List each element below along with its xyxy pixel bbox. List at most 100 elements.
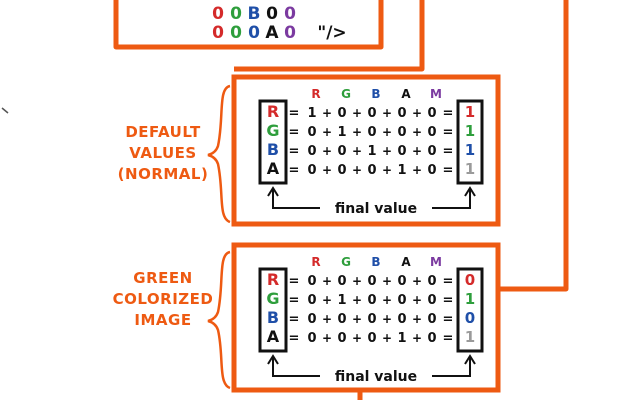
plus-sign: + — [322, 144, 332, 158]
matrix-value: 0 — [367, 274, 376, 289]
equals-sign: = — [289, 106, 300, 121]
column-header: G — [341, 255, 351, 269]
matrix-value: 0 — [367, 125, 376, 140]
row-label-box — [258, 267, 288, 353]
matrix-value: 0 — [367, 106, 376, 121]
plus-sign: + — [412, 125, 422, 139]
row-label: R — [267, 102, 279, 121]
matrix-value: 0 — [337, 274, 346, 289]
equals-sign: = — [443, 144, 454, 159]
column-header: A — [401, 87, 411, 101]
brace-panel-1 — [207, 84, 231, 224]
top-code-char: 0 — [230, 23, 242, 43]
matrix-value: 0 — [427, 293, 436, 308]
equals-sign: = — [289, 293, 300, 308]
matrix-value: 0 — [397, 274, 406, 289]
matrix-value: 0 — [397, 125, 406, 140]
matrix-value: 0 — [337, 106, 346, 121]
matrix-value: 0 — [427, 125, 436, 140]
result-value: 0 — [465, 271, 475, 289]
matrix-value: 0 — [397, 144, 406, 159]
matrix-value: 0 — [307, 312, 316, 327]
plus-sign: + — [352, 331, 362, 345]
matrix-value: 1 — [337, 125, 346, 140]
final-value-label: final value — [335, 201, 417, 217]
matrix-value: 0 — [307, 163, 316, 178]
matrix-value: 0 — [427, 106, 436, 121]
top-code-char: 0 — [230, 4, 242, 24]
plus-sign: + — [352, 125, 362, 139]
result-value: 1 — [465, 122, 475, 140]
plus-sign: + — [352, 274, 362, 288]
plus-sign: + — [412, 144, 422, 158]
matrix-value: 0 — [307, 144, 316, 159]
result-value: 0 — [465, 309, 475, 327]
plus-sign: + — [322, 125, 332, 139]
equals-sign: = — [289, 144, 300, 159]
panel-frame-2 — [231, 242, 501, 393]
result-box — [456, 267, 484, 353]
result-value: 1 — [465, 328, 475, 346]
equals-sign: = — [289, 312, 300, 327]
plus-sign: + — [322, 312, 332, 326]
column-header: G — [341, 87, 351, 101]
column-header: R — [311, 87, 320, 101]
stray-mark — [1, 107, 9, 114]
matrix-value: 0 — [337, 312, 346, 327]
matrix-value: 0 — [337, 163, 346, 178]
panel-1-label-line: DEFAULT — [125, 123, 201, 141]
top-code-char: 0 — [284, 23, 296, 43]
column-header: M — [430, 255, 442, 269]
panel-2-label-line: COLORIZED — [112, 290, 214, 308]
arrowhead-right — [464, 186, 476, 197]
row-label: R — [267, 270, 279, 289]
matrix-value: 1 — [337, 293, 346, 308]
equals-sign: = — [443, 312, 454, 327]
panel-1-label-line: VALUES — [129, 144, 197, 162]
panel-1-label-line: (NORMAL) — [117, 165, 209, 183]
plus-sign: + — [412, 163, 422, 177]
plus-sign: + — [382, 312, 392, 326]
matrix-value: 0 — [307, 293, 316, 308]
arrowhead-left — [267, 186, 279, 197]
row-label-box — [258, 99, 288, 185]
plus-sign: + — [382, 125, 392, 139]
matrix-value: 0 — [427, 312, 436, 327]
plus-sign: + — [322, 106, 332, 120]
row-label: G — [266, 121, 279, 140]
column-header: M — [430, 87, 442, 101]
top-code-char: 0 — [212, 4, 224, 24]
connector-side-to-panel2 — [500, 0, 569, 292]
plus-sign: + — [412, 293, 422, 307]
equals-sign: = — [443, 163, 454, 178]
matrix-value: 0 — [367, 312, 376, 327]
final-value-arrow-left — [272, 189, 320, 209]
result-box — [456, 99, 484, 185]
final-value-arrow-right — [432, 189, 471, 209]
plus-sign: + — [412, 106, 422, 120]
matrix-value: 1 — [367, 144, 376, 159]
plus-sign: + — [322, 163, 332, 177]
final-value-arrow-right — [432, 357, 471, 377]
plus-sign: + — [382, 274, 392, 288]
result-value: 1 — [465, 141, 475, 159]
arrowhead-left — [267, 354, 279, 365]
plus-sign: + — [352, 163, 362, 177]
plus-sign: + — [322, 293, 332, 307]
row-label: B — [267, 308, 279, 327]
column-header: R — [311, 255, 320, 269]
matrix-value: 0 — [307, 125, 316, 140]
plus-sign: + — [352, 106, 362, 120]
equals-sign: = — [443, 106, 454, 121]
plus-sign: + — [412, 331, 422, 345]
row-label: B — [267, 140, 279, 159]
final-value-arrow-left — [272, 357, 320, 377]
matrix-value: 1 — [397, 331, 406, 346]
panel-2-label-line: IMAGE — [134, 311, 192, 329]
brace-panel-2 — [207, 250, 231, 390]
column-header: B — [371, 87, 380, 101]
top-code-box-outline — [113, 0, 384, 50]
equals-sign: = — [443, 274, 454, 289]
plus-sign: + — [412, 274, 422, 288]
matrix-value: 0 — [427, 144, 436, 159]
